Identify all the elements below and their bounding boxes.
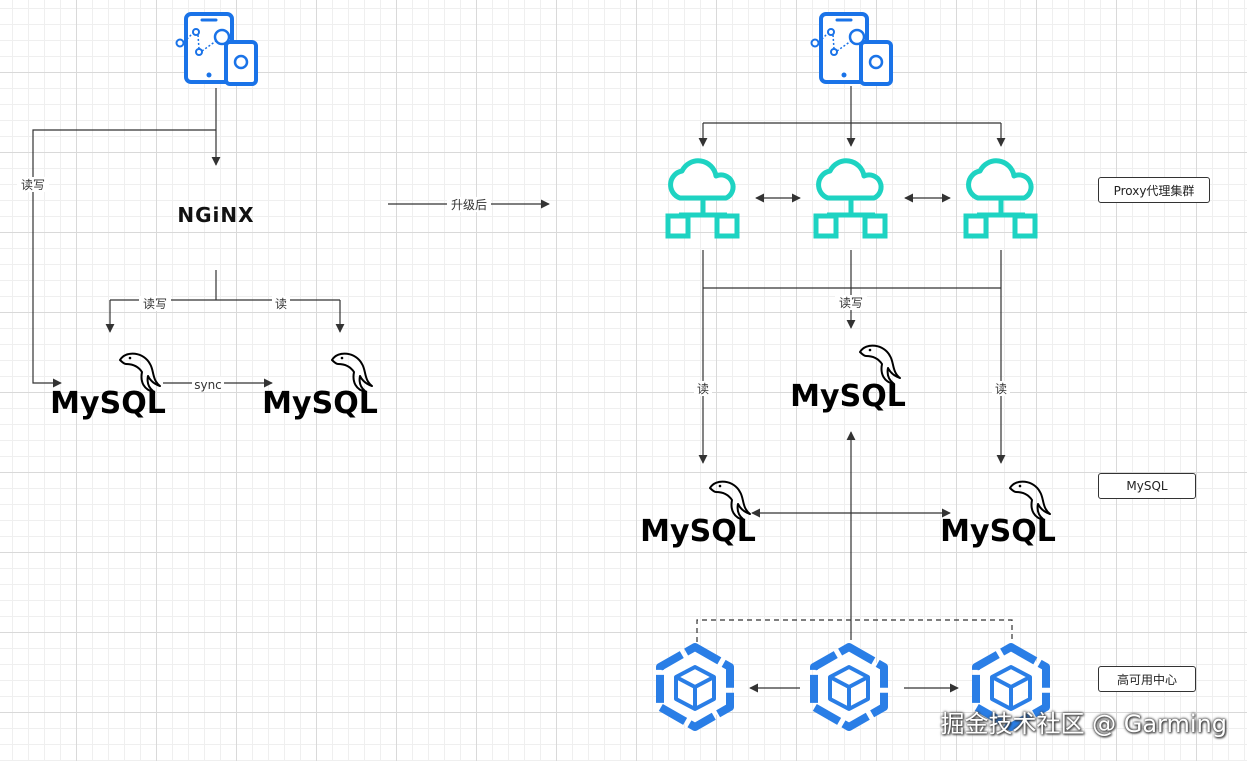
nginx-logo: NGiNX (177, 203, 254, 227)
mysql-slave-logo: MySQL (262, 386, 378, 421)
client-phone-icon (174, 12, 258, 86)
ha-node-icon (814, 647, 884, 727)
mysql-master-logo: MySQL (790, 379, 906, 414)
mysql-slave-left-logo: MySQL (640, 514, 756, 549)
edge-label-read: 读 (275, 297, 287, 311)
cloud-network-icon (668, 161, 737, 236)
edge-label-rw-side: 读写 (21, 178, 45, 192)
edge-label-rw: 读写 (839, 296, 863, 310)
legend-proxy-cluster: Proxy代理集群 (1098, 177, 1210, 203)
edge-ha-cluster-dashed (696, 619, 1013, 642)
edge-label-rw: 读写 (143, 297, 167, 311)
watermark: 掘金技术社区 @ Garming (940, 710, 1228, 738)
mysql-slave-right-logo: MySQL (940, 514, 1056, 549)
edge-label-read-right: 读 (995, 382, 1007, 396)
edge-phone-to-mysql-direct (32, 129, 216, 388)
edge-label-sync: sync (194, 378, 222, 392)
cloud-network-icon (966, 161, 1035, 236)
cloud-network-icon (816, 161, 885, 236)
legend-mysql: MySQL (1098, 473, 1196, 499)
mysql-master-logo: MySQL (50, 386, 166, 421)
client-phone-icon (809, 12, 893, 86)
edge-label-read-left: 读 (697, 382, 709, 396)
legend-ha-center: 高可用中心 (1098, 666, 1196, 692)
ha-node-icon (660, 647, 730, 727)
upgrade-label: 升级后 (451, 198, 487, 212)
